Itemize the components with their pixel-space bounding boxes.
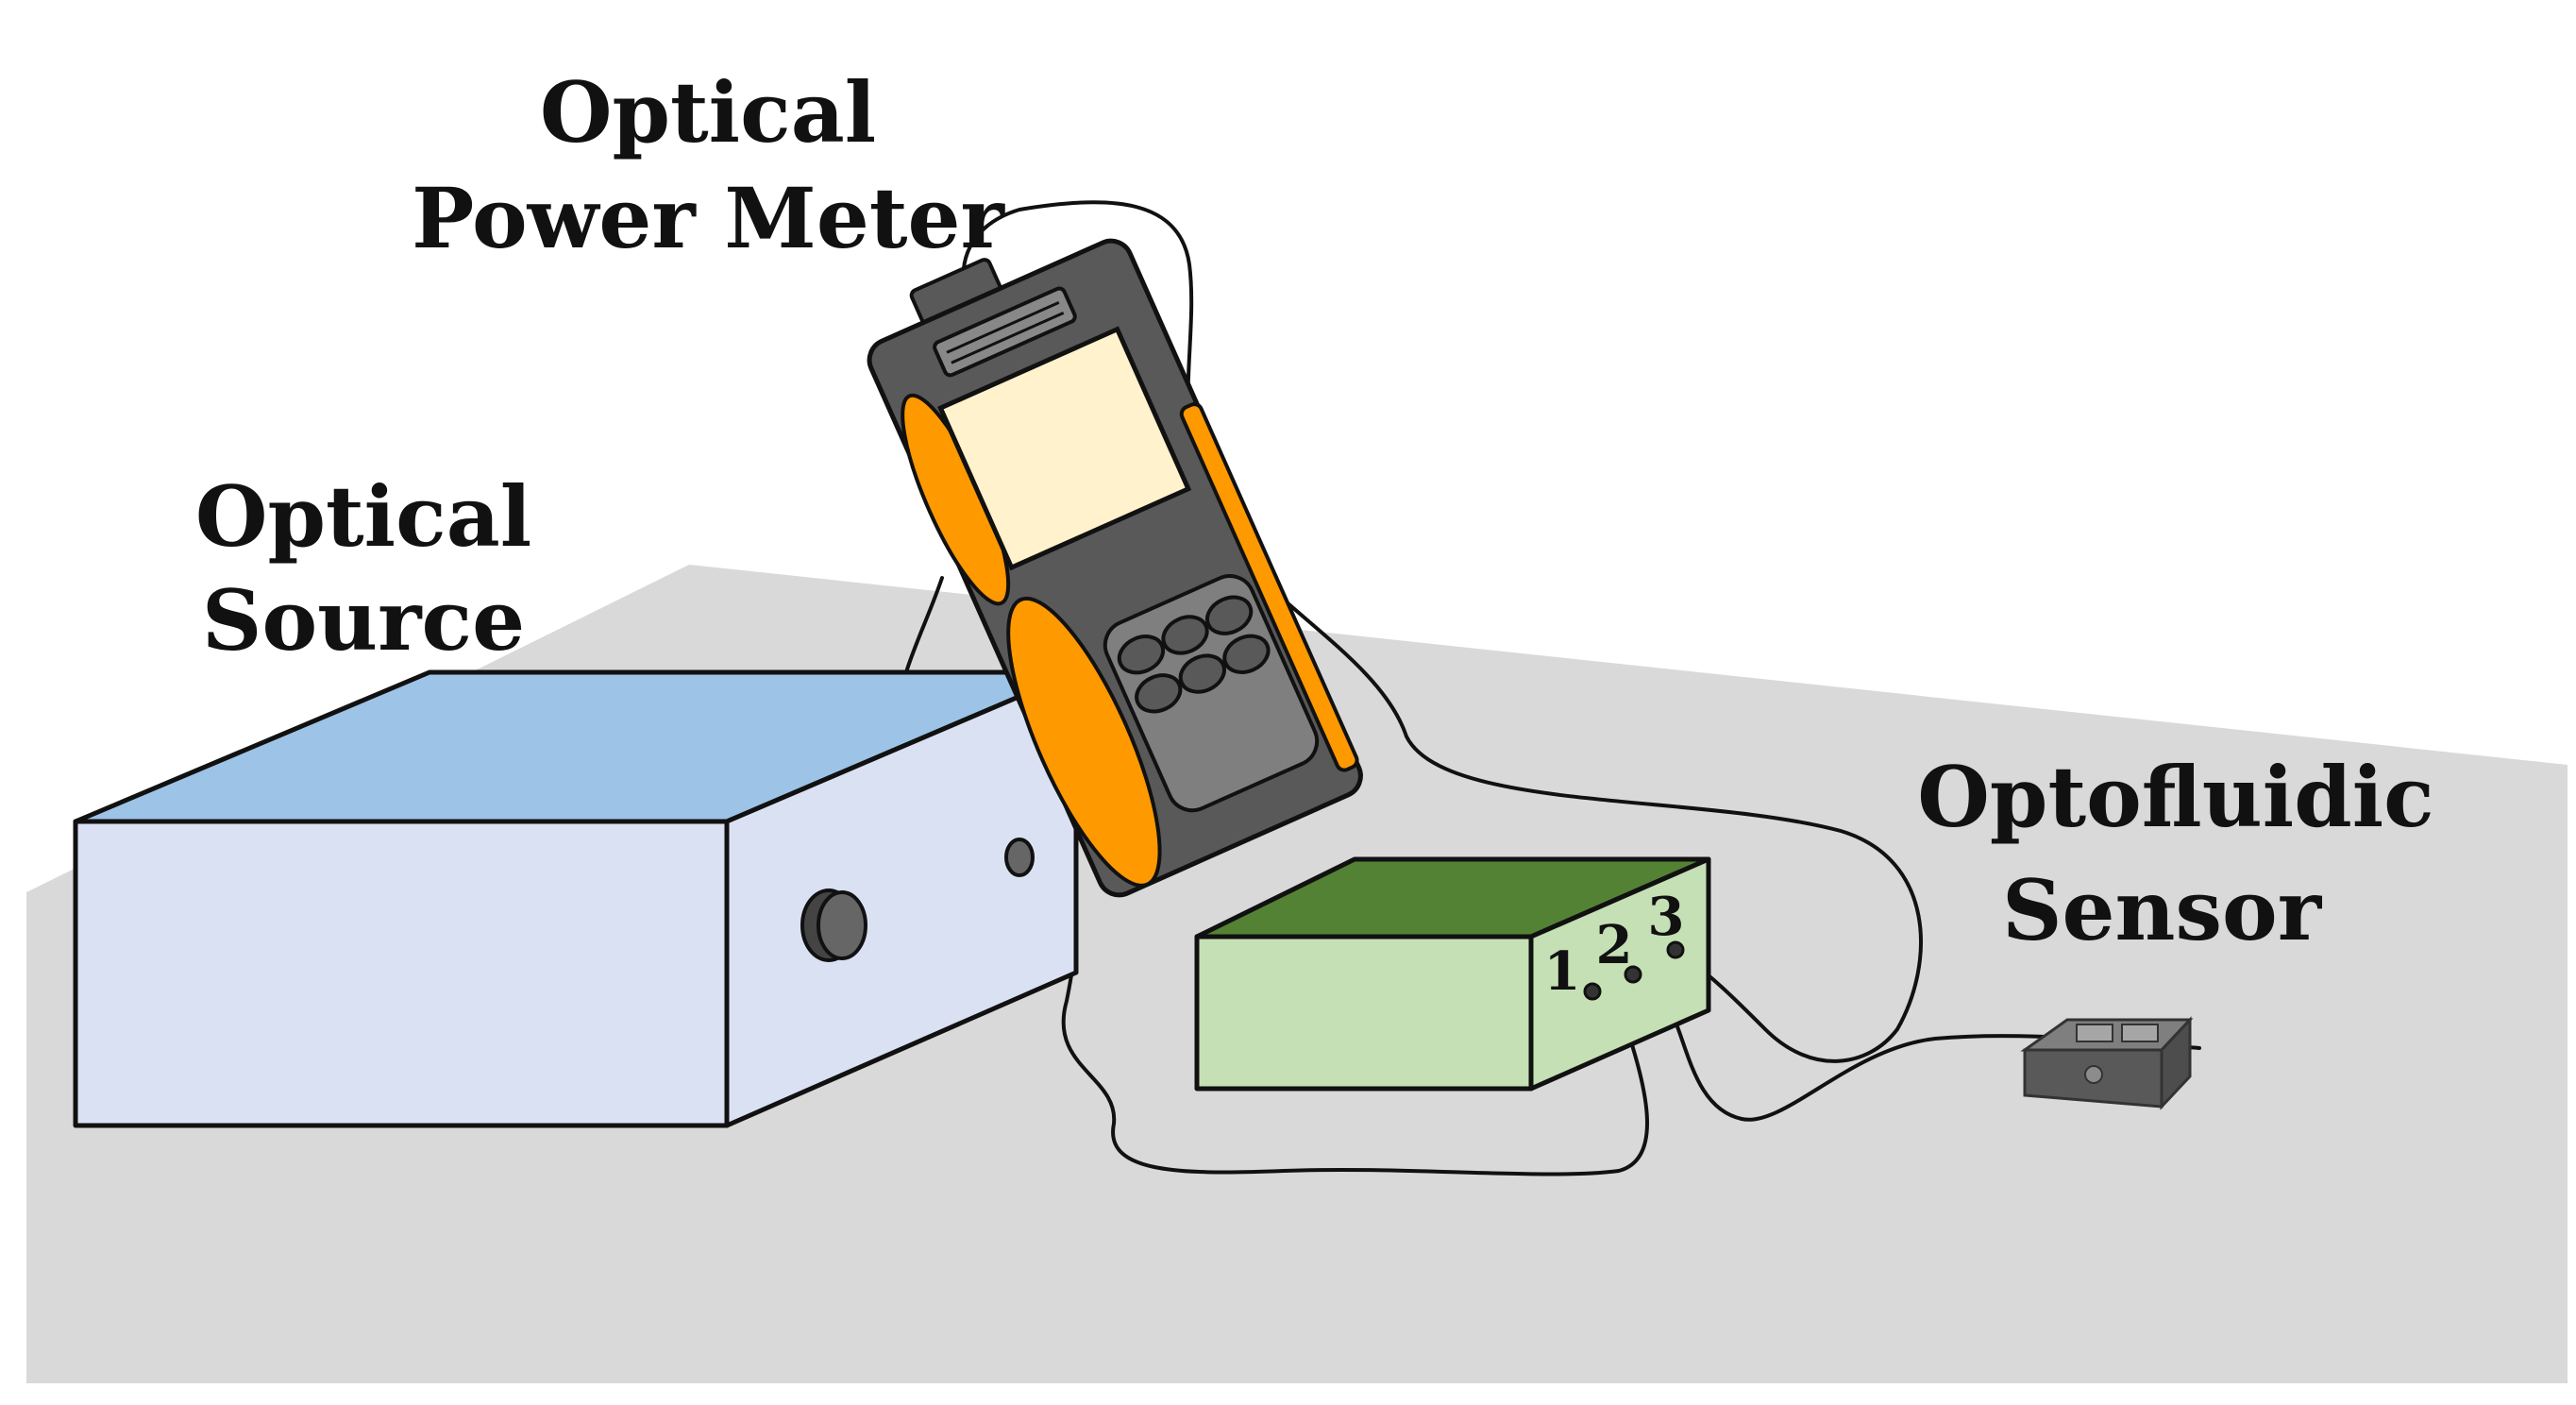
optical-power-meter-label-line1: Optical (540, 63, 876, 161)
fiber-meter-stub (904, 576, 944, 674)
meter-screen (937, 326, 1192, 571)
optical-source-front (73, 819, 730, 1128)
circulator-side (1528, 856, 1711, 1092)
optical-power-meter (867, 238, 1363, 898)
optical-source-label-line1: Optical (195, 467, 531, 566)
optical-source-side (724, 669, 1079, 1128)
port-1-label: 1 (1544, 940, 1581, 1003)
port-2-label: 2 (1596, 914, 1633, 976)
circulator-front (1194, 934, 1534, 1092)
meter-accent-right (1179, 402, 1359, 772)
optical-source-box (73, 669, 1079, 1128)
optical-power-meter-label-line2: Power Meter (412, 169, 1005, 267)
fiber-meter-to-circulator (961, 200, 1923, 1063)
sensor-chip-side (2160, 1016, 2192, 1110)
optical-source-label-line2: Source (202, 571, 525, 669)
port-1-dot (1583, 982, 1602, 1001)
port-2-dot (1624, 965, 1642, 984)
meter-buttons (1117, 595, 1271, 714)
meter-grip-accent (1006, 596, 1162, 888)
optofluidic-sensor-chip (2020, 1016, 2194, 1110)
meter-keypad (1103, 574, 1320, 813)
port-3-dot (1666, 940, 1685, 959)
sensor-chip-port-icon (2084, 1065, 2103, 1084)
fiber-source-to-circulator (1022, 859, 1649, 1176)
circulator-box: 1 2 3 (1194, 856, 1711, 1092)
knob-icon (800, 889, 867, 962)
source-output-port-icon (1004, 838, 1035, 877)
optofluidic-sensor-label-line2: Sensor (2002, 861, 2323, 959)
port-3-label: 3 (1648, 886, 1685, 948)
optofluidic-sensor-label-line1: Optofluidic (1917, 748, 2433, 846)
